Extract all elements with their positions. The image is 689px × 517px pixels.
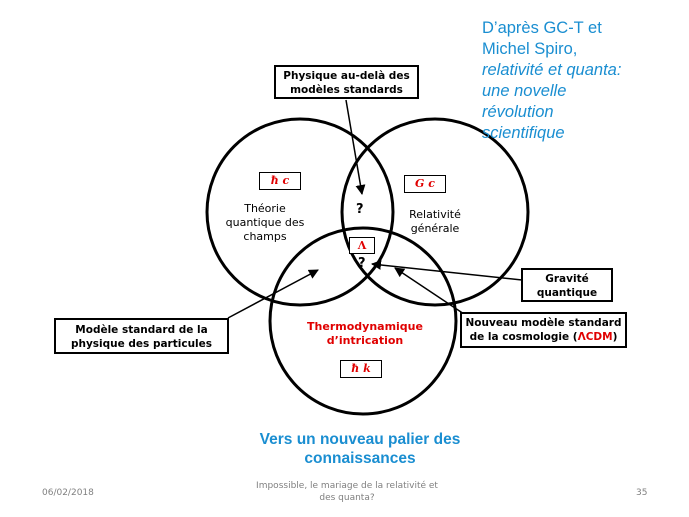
circle-quantum-field-theory bbox=[205, 117, 395, 307]
question-mark-upper: ? bbox=[356, 202, 364, 217]
box-quantum-gravity: Gravité quantique bbox=[521, 268, 613, 302]
footer-center-line-1: Impossible, le mariage de la relativité … bbox=[256, 481, 438, 491]
circle-entanglement-thermodynamics bbox=[268, 226, 458, 416]
lambda-box: Λ bbox=[349, 237, 375, 254]
title-line-6: scientifique bbox=[482, 124, 565, 142]
title-line-1: D’après GC-T et bbox=[482, 19, 602, 37]
title-line-4: une novelle bbox=[482, 82, 567, 100]
bottom-title: Vers un nouveau palier des connaissances bbox=[210, 430, 510, 468]
const-hbar-c: ħ c bbox=[259, 172, 301, 190]
arrow-quantum-gravity bbox=[371, 259, 523, 281]
circle-general-relativity bbox=[340, 117, 530, 307]
title-line-2: Michel Spiro, bbox=[482, 40, 578, 58]
bottom-title-line-1: Vers un nouveau palier des bbox=[259, 431, 461, 448]
arrow-standard-particles bbox=[227, 269, 319, 319]
question-mark-lower: ? bbox=[358, 256, 366, 271]
label-general-relativity: Relativité générale bbox=[409, 208, 461, 235]
cosmology-close: ) bbox=[612, 331, 618, 343]
footer-date: 06/02/2018 bbox=[42, 488, 94, 498]
lcdm-label: ΛCDM bbox=[577, 331, 613, 343]
const-hbar-k: ħ k bbox=[340, 360, 382, 378]
box-beyond-standard-models: Physique au-delà des modèles standards bbox=[274, 65, 419, 99]
box-standard-model-particles: Modèle standard de la physique des parti… bbox=[54, 318, 229, 354]
arrow-cosmology bbox=[394, 267, 471, 319]
title-line-3: relativité et quanta: bbox=[482, 61, 622, 79]
slide-title: D’après GC-T et Michel Spiro, relativité… bbox=[482, 18, 682, 144]
footer-center: Impossible, le mariage de la relativité … bbox=[232, 480, 462, 504]
page-number: 35 bbox=[636, 488, 648, 498]
label-quantum-field-theory: Théorie quantique des champs bbox=[225, 202, 305, 243]
footer-center-line-2: des quanta? bbox=[319, 493, 375, 503]
box-new-cosmology-model: Nouveau modèle standard de la cosmologie… bbox=[460, 312, 627, 348]
arrow-beyond-standard bbox=[345, 99, 366, 195]
label-entanglement-thermodynamics: Thermodynamique d’intrication bbox=[307, 320, 423, 347]
bottom-title-line-2: connaissances bbox=[304, 450, 416, 467]
title-line-5: révolution bbox=[482, 103, 554, 121]
cosmology-text: Nouveau modèle standard de la cosmologie… bbox=[465, 317, 622, 343]
const-g-c: G c bbox=[404, 175, 446, 193]
